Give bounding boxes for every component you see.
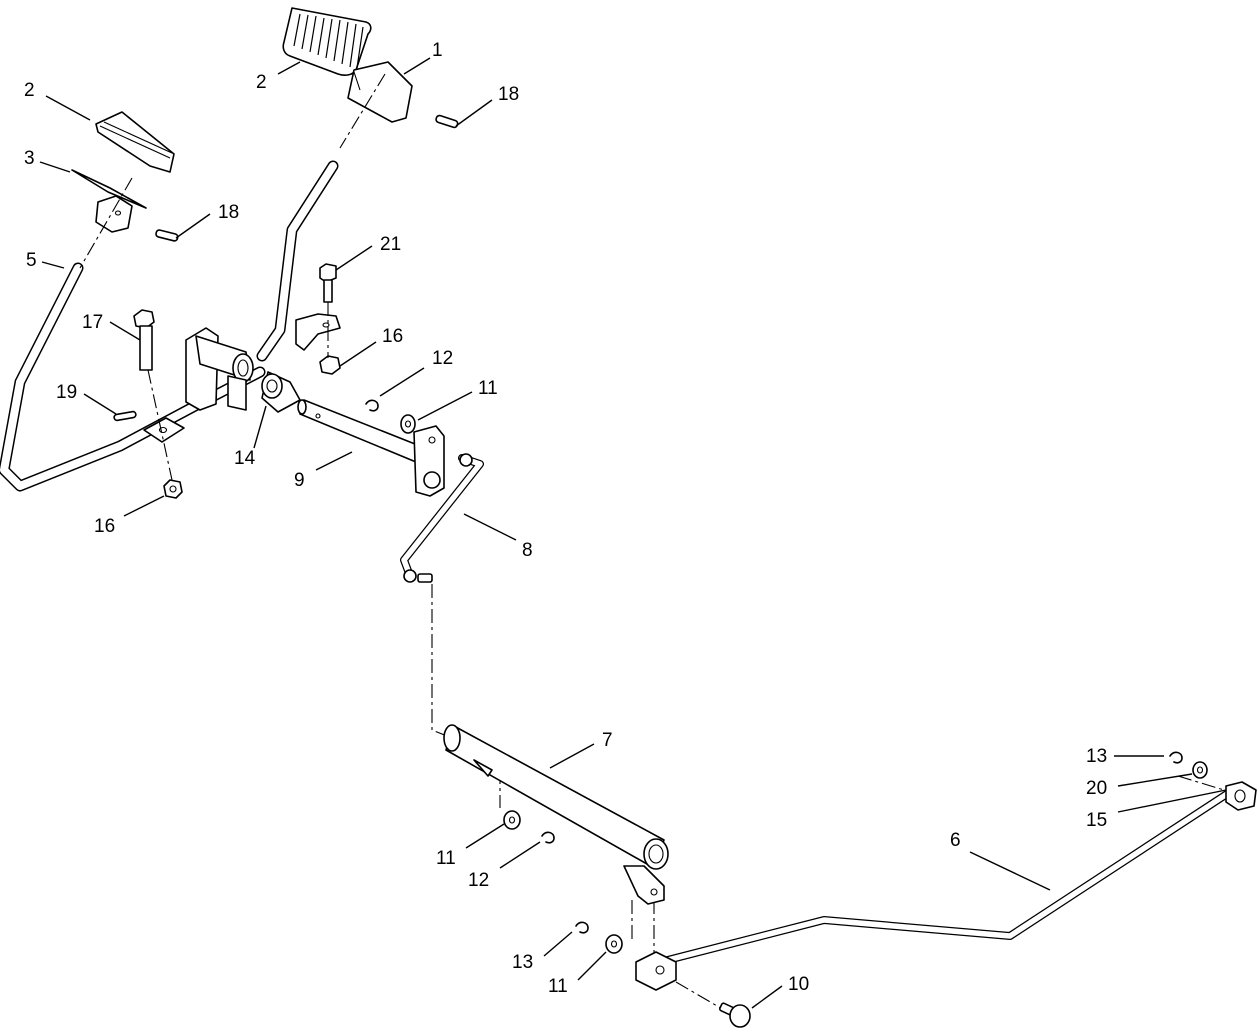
pedal-pad-top <box>282 7 372 76</box>
callout-2: 2 <box>24 80 35 101</box>
callout-14: 14 <box>234 448 256 469</box>
clevis-pin-10 <box>719 1002 751 1028</box>
shaft-9 <box>297 399 421 463</box>
link-rod-8 <box>400 453 484 583</box>
callout-2: 2 <box>256 72 267 93</box>
rod-6 <box>656 788 1234 966</box>
callout-16: 16 <box>94 516 115 537</box>
pin-18-left <box>155 229 179 242</box>
pedal-pad-left <box>95 111 175 173</box>
callout-3: 3 <box>24 148 35 169</box>
pin-18-top <box>435 114 459 129</box>
bolt-17 <box>133 309 155 371</box>
bushing-14 <box>261 371 301 413</box>
callout-18: 18 <box>498 84 519 105</box>
callout-10: 10 <box>788 974 809 995</box>
callout-11: 11 <box>478 378 498 399</box>
nut-16-upper <box>319 355 341 375</box>
washer-11-upper <box>400 414 416 434</box>
washer-20 <box>1192 761 1208 779</box>
mount-bracket <box>295 313 341 351</box>
callout-7: 7 <box>602 730 613 751</box>
callout-5: 5 <box>26 250 37 271</box>
clip-12-lower <box>541 831 555 844</box>
clip-13-lower <box>575 921 589 934</box>
pedal-hub-left <box>95 195 133 233</box>
callout-12: 12 <box>468 870 489 891</box>
pedal-rod-right <box>256 160 339 362</box>
callout-12: 12 <box>432 348 453 369</box>
clevis <box>635 951 677 991</box>
callout-13: 13 <box>1086 746 1107 767</box>
callout-16: 16 <box>382 326 403 347</box>
nut-16-lower <box>163 479 183 499</box>
callout-1: 1 <box>432 40 443 61</box>
pedal-rod-left <box>0 262 266 492</box>
callout-11: 11 <box>436 848 456 869</box>
pedal-bracket-1 <box>347 61 413 123</box>
callout-20: 20 <box>1086 778 1107 799</box>
callout-8: 8 <box>522 540 533 561</box>
callout-19: 19 <box>56 382 77 403</box>
center-lines <box>79 73 1225 1011</box>
bolt-21 <box>319 263 337 303</box>
leader-lines <box>39 57 1227 1009</box>
callout-15: 15 <box>1086 810 1107 831</box>
pivot-bracket <box>143 327 254 443</box>
pin-19 <box>113 410 137 422</box>
clip-12-upper <box>365 399 379 412</box>
callout-21: 21 <box>380 234 401 255</box>
callout-17: 17 <box>82 312 103 333</box>
clip-13-right <box>1169 751 1183 764</box>
callout-9: 9 <box>294 470 305 491</box>
callout-labels: 1 2 18 2 3 18 5 21 17 16 12 11 19 14 9 1… <box>24 40 1107 997</box>
washer-11-lower <box>605 934 623 954</box>
cross-shaft-7 <box>443 724 669 905</box>
callout-6: 6 <box>950 830 961 851</box>
callout-13: 13 <box>512 952 533 973</box>
washer-11-middle <box>503 810 521 830</box>
washer-3 <box>71 169 147 209</box>
arm-9 <box>413 425 445 497</box>
swivel-15 <box>1225 781 1257 811</box>
callout-18: 18 <box>218 202 239 223</box>
callout-11: 11 <box>548 976 568 997</box>
